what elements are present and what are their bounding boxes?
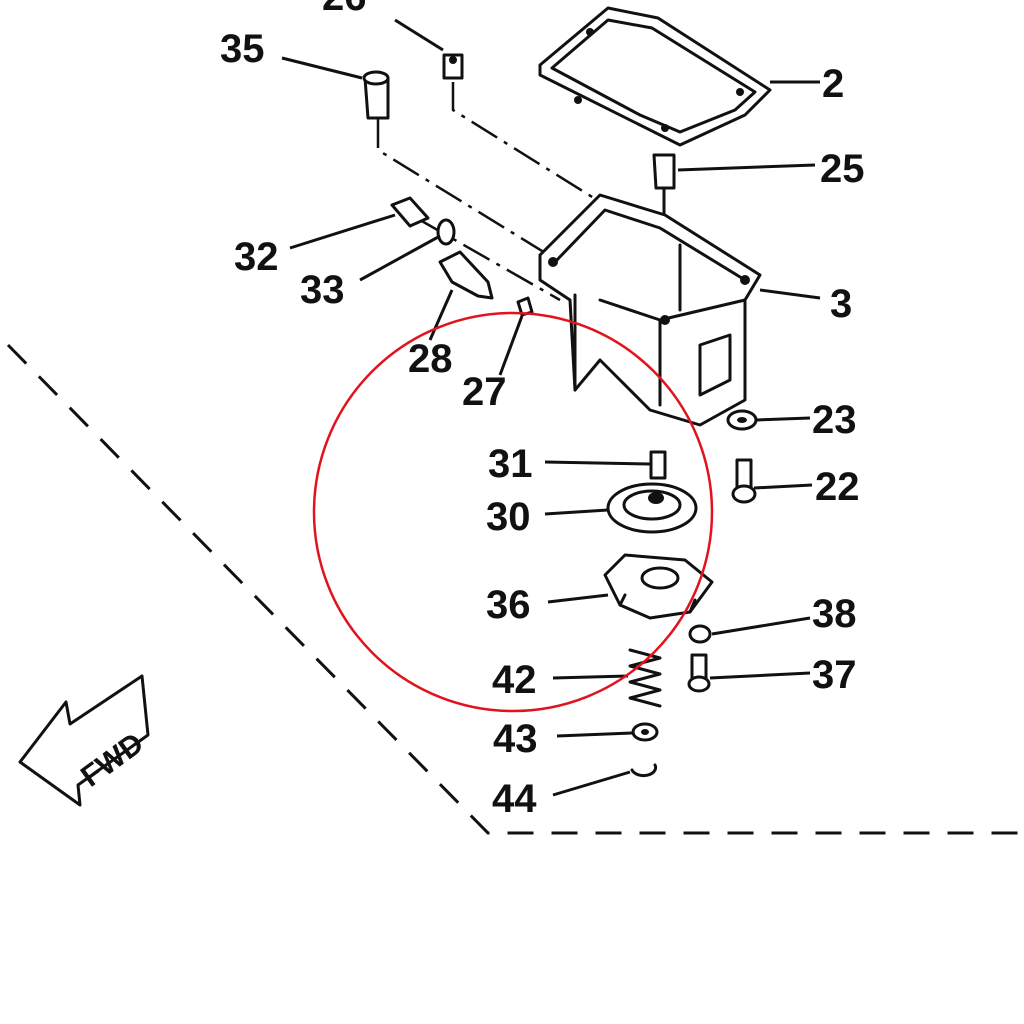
callout-37: 37 — [812, 653, 857, 697]
callout-42: 42 — [492, 658, 537, 702]
callout-43: 43 — [493, 717, 538, 761]
callout-22: 22 — [815, 465, 860, 509]
part-33-washer — [436, 218, 456, 246]
part-3-carburetor-body — [538, 193, 762, 427]
part-42-spring — [628, 648, 662, 708]
part-27-small — [516, 296, 534, 317]
fwd-direction-arrow: FWD — [18, 674, 150, 807]
callout-labels: 26 35 2 25 32 33 3 28 27 23 31 22 30 36 … — [220, 0, 865, 821]
callout-26: 26 — [322, 0, 367, 19]
callout-28: 28 — [408, 337, 453, 381]
part-22-screw — [731, 458, 757, 504]
highlight-circle — [312, 311, 714, 713]
callout-2: 2 — [822, 62, 844, 106]
callout-44: 44 — [492, 777, 537, 821]
callout-27: 27 — [462, 370, 507, 414]
callout-30: 30 — [486, 495, 531, 539]
callout-32: 32 — [234, 235, 279, 279]
part-37-screw — [687, 653, 711, 693]
part-26-screw — [442, 53, 464, 80]
boundary-dashed-line — [6, 343, 1024, 835]
part-44-clip — [630, 763, 658, 778]
part-32-screw — [390, 196, 430, 228]
callout-23: 23 — [812, 398, 857, 442]
part-23-washer — [726, 409, 758, 431]
part-43-washer — [631, 722, 659, 742]
part-35-pin — [362, 70, 390, 120]
callout-31: 31 — [488, 442, 533, 486]
callout-38: 38 — [812, 592, 857, 636]
leader-lines — [281, 18, 821, 797]
part-36-cover — [603, 553, 714, 620]
callout-3: 3 — [830, 282, 852, 326]
part-30-diaphragm — [606, 482, 698, 534]
part-2-gasket — [538, 6, 772, 147]
part-28-jet — [438, 250, 494, 300]
callout-35: 35 — [220, 27, 265, 71]
part-31-screw — [649, 450, 667, 480]
assembly-line-26 — [451, 82, 606, 207]
part-38-washer — [688, 624, 712, 644]
callout-33: 33 — [300, 268, 345, 312]
assembly-line-35 — [376, 118, 561, 264]
callout-25: 25 — [820, 147, 865, 191]
callout-36: 36 — [486, 583, 531, 627]
